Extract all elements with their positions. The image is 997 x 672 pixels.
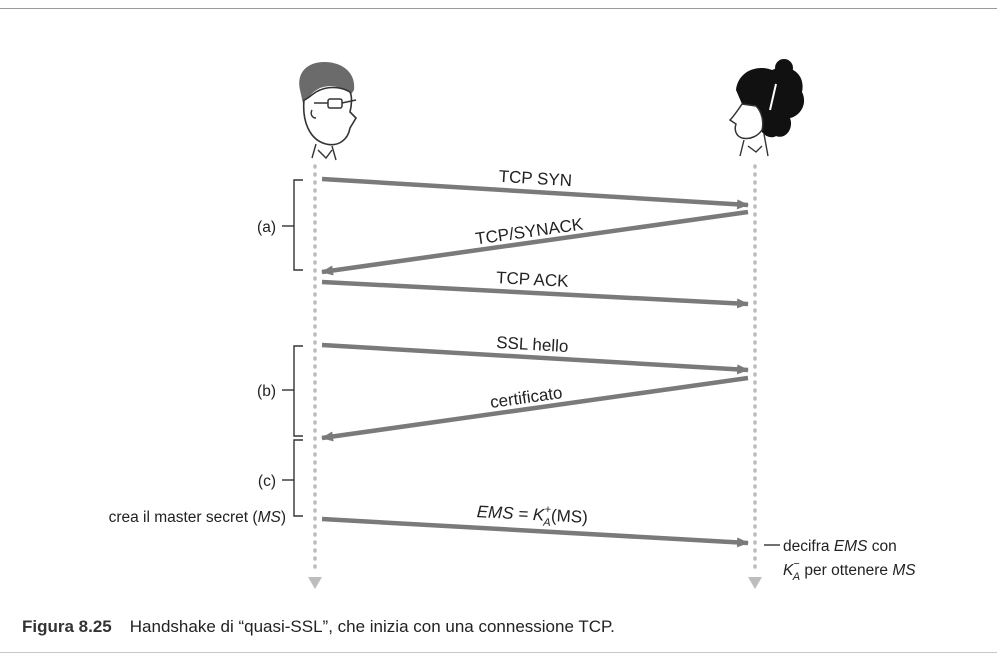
decrypt-note-line1: decifra EMS con [783,538,897,555]
bob-avatar [728,59,805,157]
tcp-synack-arrow [321,209,749,276]
bob-lifeline-arrowhead [748,577,762,589]
ssl-hello-arrow [321,342,749,375]
phase-c-bracket [282,439,303,517]
ems-label: EMS = K+A(MS) [476,500,588,531]
phase-b-bracket [282,345,303,437]
tcp-syn-arrow [321,176,749,210]
phase-c-label: (c) [258,473,276,490]
phase-a-label: (a) [257,219,276,236]
figure-number: Figura 8.25 [22,617,112,636]
alice-avatar [299,62,358,161]
tcp-ack-arrow [321,279,749,309]
decrypt-note-line2: K−A per ottenere MS [783,558,916,583]
figure-caption: Figura 8.25 Handshake di “quasi-SSL”, che… [22,617,615,637]
bottom-rule [0,652,997,653]
top-rule [0,8,997,9]
ems-arrow [321,516,749,548]
certificato-arrow [321,375,749,442]
handshake-diagram: TCP SYN TCP/SYNACK TCP ACK SSL hello cer… [109,59,916,589]
phase-a-bracket [282,179,303,271]
ssl-hello-label: SSL hello [496,333,569,356]
master-secret-note: crea il master secret (MS) [109,509,286,526]
tcp-syn-label: TCP SYN [498,167,572,190]
alice-lifeline-arrowhead [308,577,322,589]
figure-caption-text: Handshake di “quasi-SSL”, che inizia con… [129,617,615,636]
phase-b-label: (b) [257,383,276,400]
tcp-ack-label: TCP ACK [496,268,570,291]
